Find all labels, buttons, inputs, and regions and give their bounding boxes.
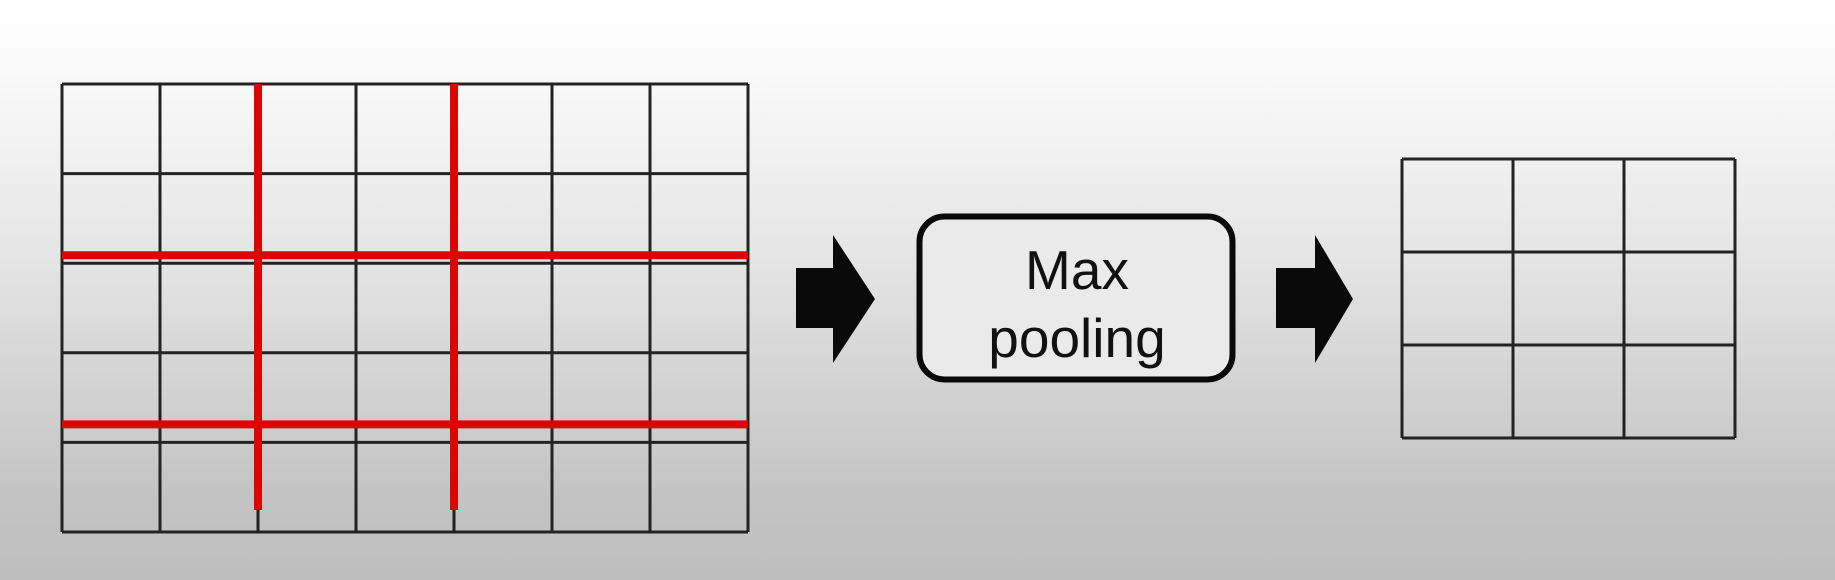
max-pooling-label-line2: pooling <box>988 307 1165 369</box>
arrow-right-icon <box>1276 235 1353 363</box>
input-grid-red-pooling-boundaries <box>62 84 748 510</box>
max-pooling-box-outline <box>916 213 1236 383</box>
max-pooling-box: Max pooling <box>916 213 1236 383</box>
max-pooling-label-line1: Max <box>1025 239 1129 301</box>
input-feature-map-grid <box>60 82 750 534</box>
arrow-right-icon <box>796 235 875 363</box>
output-feature-map-grid <box>1400 157 1737 440</box>
